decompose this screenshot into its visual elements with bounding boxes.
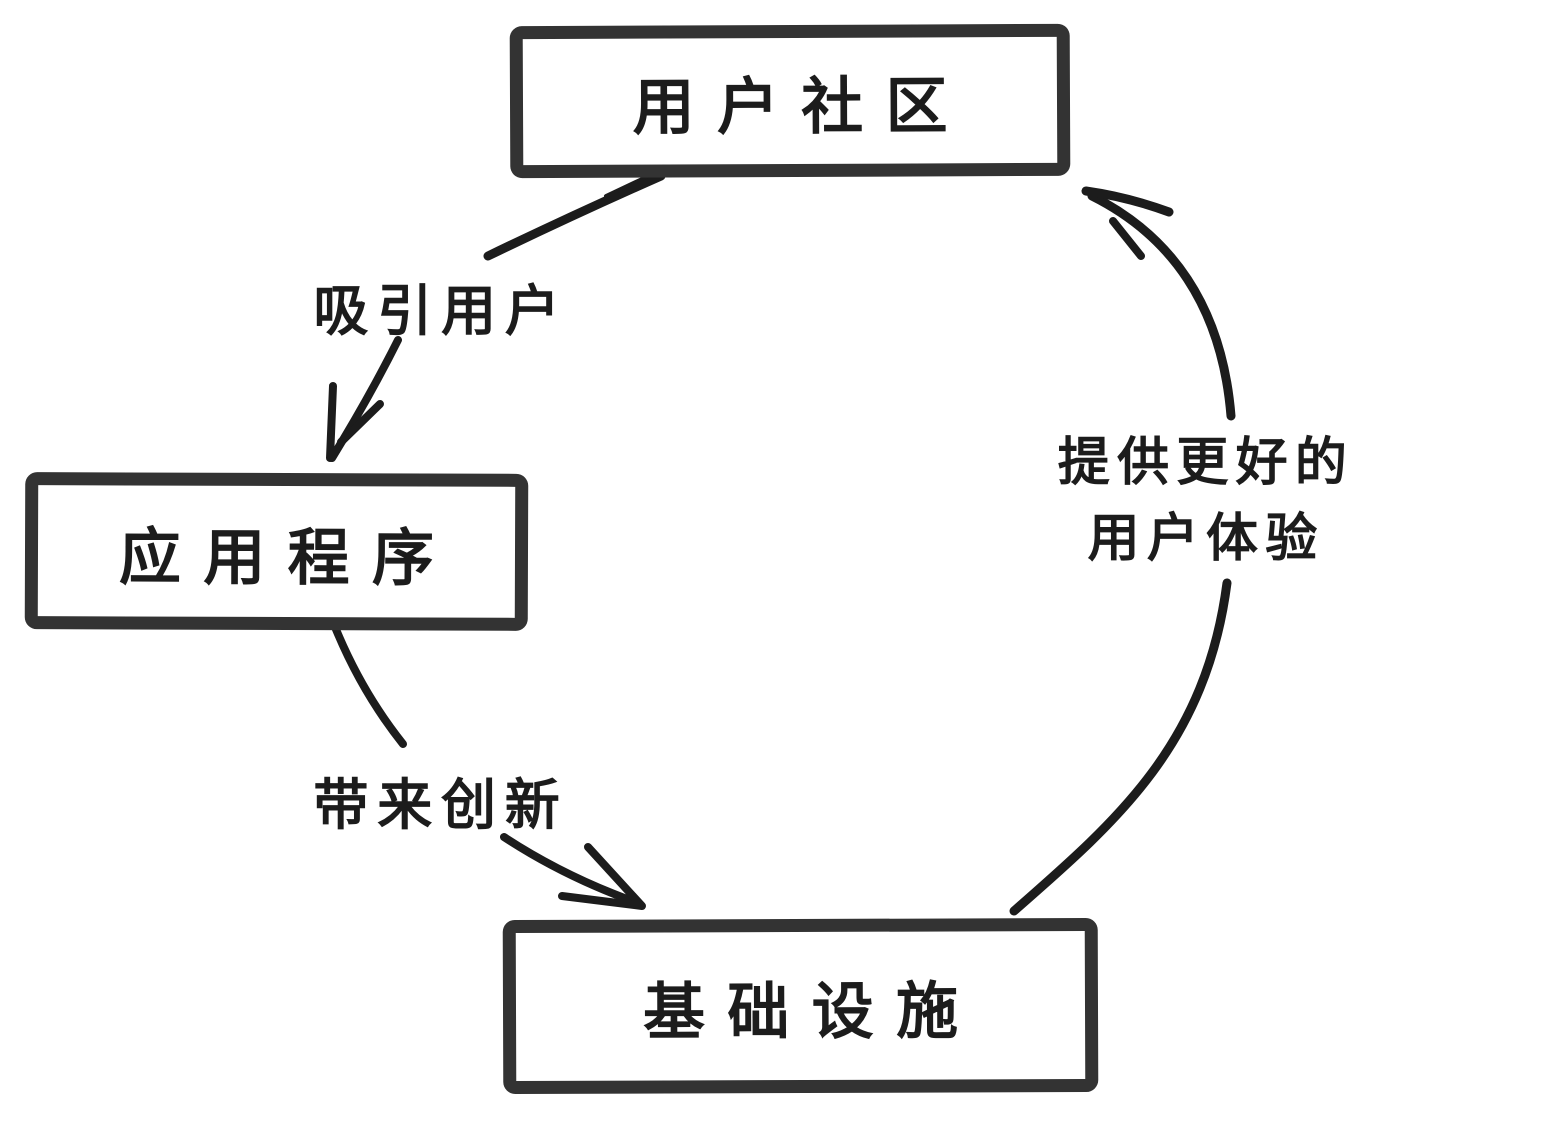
edge-label-better-ux-line-1: 提供更好的 <box>1057 434 1355 492</box>
edge-attract-users-arrowhead-left-barb <box>326 382 337 462</box>
node-user-community-label: 用户社区 <box>632 72 970 143</box>
edge-label-better-ux-line-2: 用户体验 <box>1087 510 1325 568</box>
edge-label-better-ux: 提供更好的 用户体验 <box>1020 425 1392 577</box>
edge-innovation-line-lower <box>500 833 642 907</box>
edge-attract-users-line-upper <box>483 171 666 261</box>
edge-better-ux-line-lower <box>1009 578 1232 916</box>
edge-better-ux-line-upper <box>1087 191 1236 421</box>
node-infrastructure: 基础设施 <box>502 917 1099 1095</box>
node-application-label: 应用程序 <box>118 522 457 594</box>
edge-innovation-line-upper <box>329 618 407 748</box>
edge-better-ux-arrowhead-long-barb <box>1081 186 1174 217</box>
node-user-community: 用户社区 <box>509 23 1071 179</box>
edge-attract-users-arrowhead-right-barb <box>337 400 384 446</box>
edge-label-brings-innovation: 带来创新 <box>313 774 569 836</box>
node-infrastructure-label: 基础设施 <box>642 977 981 1048</box>
edge-label-attract-users: 吸引用户 <box>313 280 569 342</box>
edge-better-ux-arrowhead-short-barb <box>1109 217 1145 260</box>
edge-innovation-arrowhead <box>558 843 646 910</box>
node-application: 应用程序 <box>24 472 529 631</box>
